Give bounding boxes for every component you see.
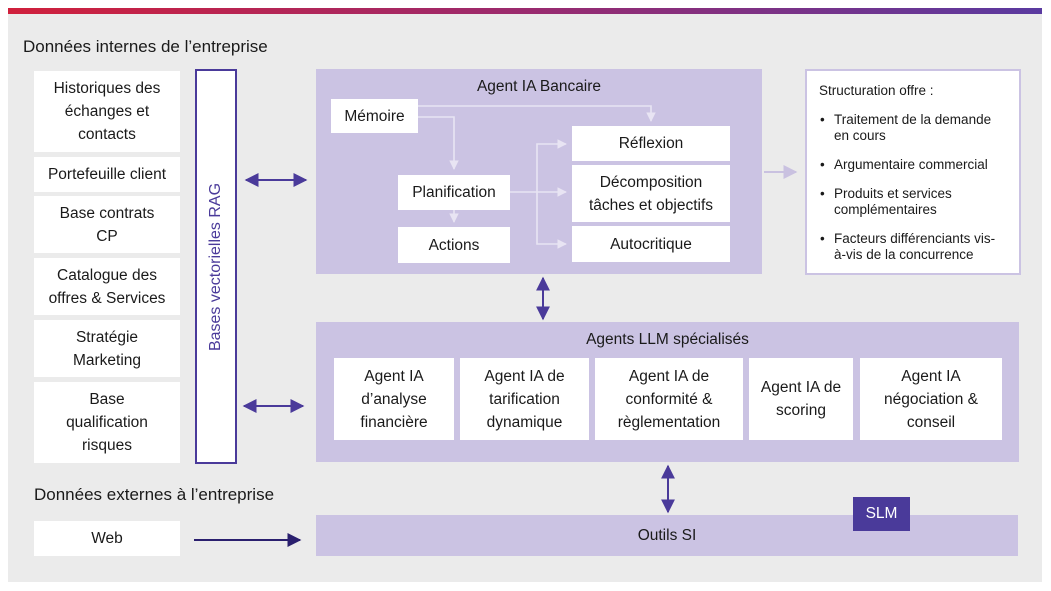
memoire-box: Mémoire <box>331 99 418 133</box>
agent-analyse-financiere: Agent IA d’analyse financière <box>334 358 454 440</box>
structuration-offre-box: Structuration offre : Traitement de la d… <box>805 69 1021 275</box>
offer-item: Traitement de la demande en cours <box>819 112 1007 144</box>
slm-badge: SLM <box>853 497 910 531</box>
offer-item: Facteurs différenciants vis-à-vis de la … <box>819 231 1007 263</box>
offer-item: Argumentaire commercial <box>819 157 1007 173</box>
agent-conformite: Agent IA de conformité & règlementation <box>595 358 743 440</box>
planification-box: Planification <box>398 175 510 210</box>
autocritique-box: Autocritique <box>572 226 730 262</box>
source-qualification-risques: Base qualification risques <box>34 382 180 463</box>
source-portefeuille: Portefeuille client <box>34 157 180 192</box>
source-web: Web <box>34 521 180 556</box>
agent-bancaire-title: Agent IA Bancaire <box>476 78 602 95</box>
heading-internal-data: Données internes de l’entreprise <box>23 37 268 56</box>
offer-title: Structuration offre : <box>819 83 934 98</box>
reflexion-box: Réflexion <box>572 126 730 161</box>
agent-negociation: Agent IA négociation & conseil <box>860 358 1002 440</box>
outils-si-label: Outils SI <box>637 527 697 544</box>
actions-box: Actions <box>398 227 510 263</box>
source-base-contrats: Base contrats CP <box>34 196 180 253</box>
rag-label: Bases vectorielles RAG <box>207 182 224 351</box>
offer-item: Produits et services complémentaires <box>819 186 1007 218</box>
agents-llm-title: Agents LLM spécialisés <box>586 331 749 348</box>
top-accent-bar <box>8 8 1042 14</box>
rag-vector-bases: Bases vectorielles RAG <box>195 69 237 464</box>
outils-si-panel: Outils SI <box>316 515 1018 556</box>
source-strategie: Stratégie Marketing <box>34 320 180 377</box>
agent-tarification: Agent IA de tarification dynamique <box>460 358 589 440</box>
source-historiques: Historiques des échanges et contacts <box>34 71 180 152</box>
heading-external-data: Données externes à l’entreprise <box>34 485 275 504</box>
decomposition-box: Décomposition tâches et objectifs <box>572 165 730 222</box>
source-catalogue: Catalogue des offres & Services <box>34 258 180 315</box>
agent-scoring: Agent IA de scoring <box>749 358 853 440</box>
